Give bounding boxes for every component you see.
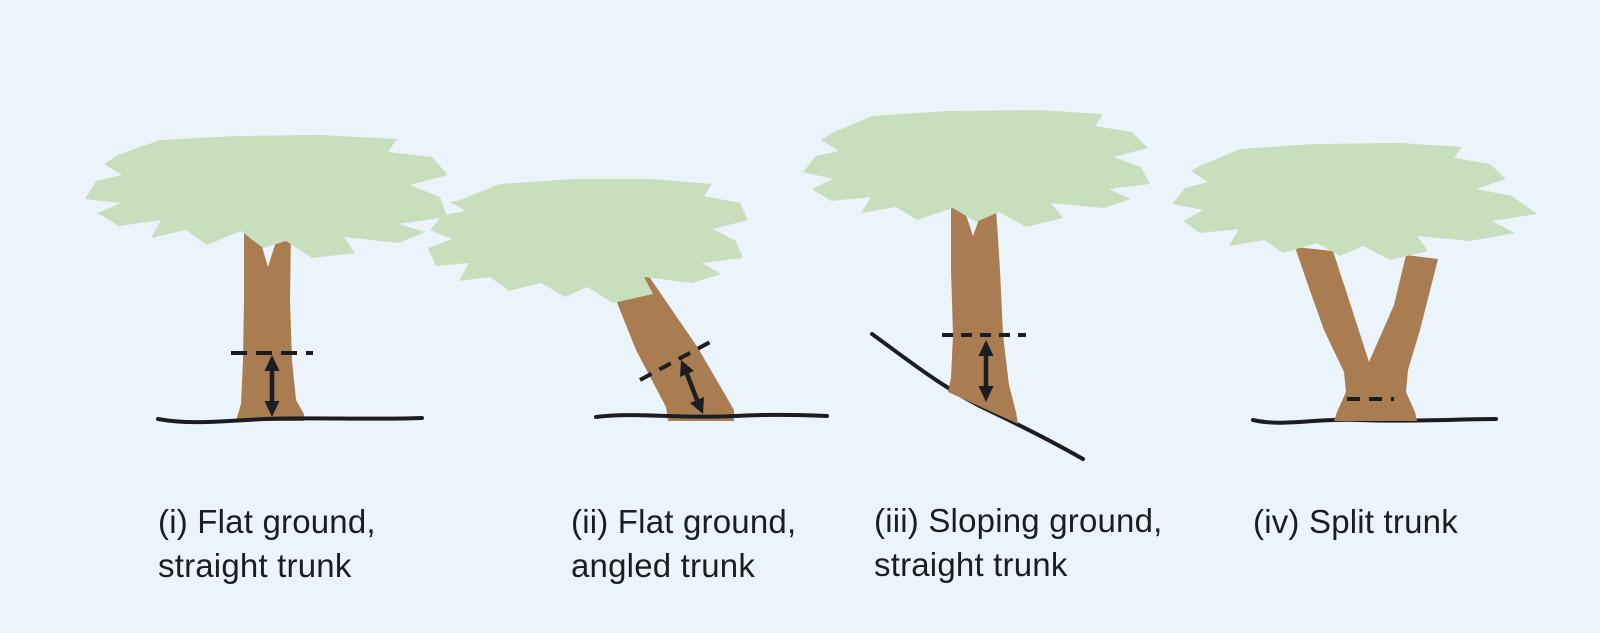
trunk-shape (1295, 247, 1438, 421)
panel-split-trunk (1172, 143, 1537, 425)
arrowhead-up-icon (264, 355, 280, 371)
caption-panel-i: (i) Flat ground, straight trunk (158, 503, 376, 584)
canopy-shape (85, 135, 448, 258)
canopy-shape (803, 110, 1150, 227)
height-arrow (680, 360, 704, 414)
panel-flat-straight (85, 135, 448, 425)
panel-sloping-straight (803, 110, 1150, 461)
ground-line (156, 416, 424, 425)
caption-panel-iii: (iii) Sloping ground, straight trunk (874, 502, 1163, 583)
arrowhead-down-icon (978, 386, 994, 402)
arrow-shaft (684, 373, 700, 401)
height-arrow (978, 340, 994, 402)
caption-panel-ii: (ii) Flat ground, angled trunk (571, 503, 797, 584)
measurement-dashed-line (639, 339, 713, 382)
trunk-shape (236, 228, 304, 421)
caption-panel-iv: (iv) Split trunk (1253, 503, 1458, 540)
canopy-shape (1172, 143, 1537, 260)
trunk-shape (604, 262, 734, 421)
arrowhead-down-icon (690, 397, 704, 414)
height-arrow (264, 355, 280, 417)
canopy-shape (428, 179, 748, 303)
ground-line (594, 412, 829, 419)
arrowhead-up-icon (680, 360, 694, 377)
trunk-shape (948, 206, 1018, 424)
arrowhead-down-icon (264, 401, 280, 417)
arrowhead-up-icon (978, 340, 994, 356)
panel-flat-angled (428, 179, 829, 421)
